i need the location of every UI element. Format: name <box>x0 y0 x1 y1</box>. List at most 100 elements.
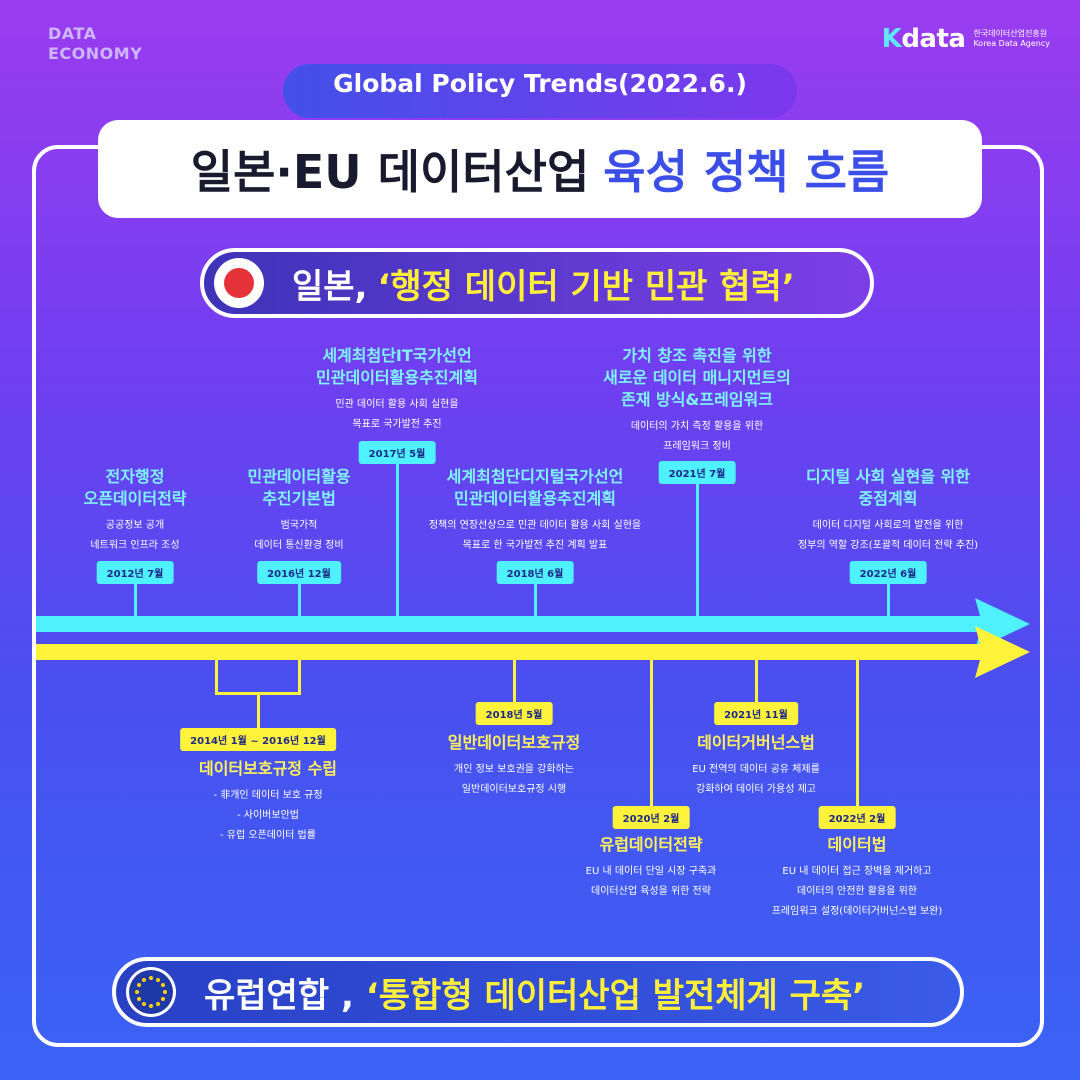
eu-date-badge: 2020년 2월 <box>612 806 690 829</box>
japan-event-desc-line2: 목표로 한 국가발전 추진 계획 발표 <box>462 540 608 551</box>
subtitle-text: Global Policy Trends(2022.6.) <box>333 68 747 98</box>
eu-flag-star <box>136 997 141 1001</box>
japan-event-title-line2: 추진기본법 <box>262 489 336 508</box>
eu-date-badge: 2021년 11월 <box>714 702 798 725</box>
japan-timeline-arrow <box>36 598 1030 650</box>
eu-connector <box>755 660 758 702</box>
eu-flag-icon <box>126 967 176 1017</box>
japan-event-2016: 민관데이터활용 추진기본법 범국가적 데이터 통신환경 정비 <box>247 466 350 556</box>
eu-event-title: 데이터보호규정 수립 <box>198 759 338 778</box>
eu-event-desc-line2: 데이터산업 육성을 위한 전략 <box>591 886 711 897</box>
eu-event-2018: 일반데이터보호규정 개인 정보 보호권을 강화하는 일반데이터보호규정 시행 <box>448 732 580 800</box>
eu-section-label: 유럽연합 , ‘통합형 데이터산업 발전체계 구축’ <box>112 957 964 1027</box>
eu-event-desc-line1: EU 전역의 데이터 공유 체제를 <box>692 764 820 775</box>
subtitle-pill: Global Policy Trends(2022.6.) <box>283 64 797 118</box>
eu-flag-star <box>142 1002 146 1007</box>
eu-timeline-arrow <box>36 626 1030 678</box>
page-title-accent: 육성 정책 흐름 <box>603 145 890 199</box>
japan-event-2017: 세계최첨단IT국가선언 민관데이터활용추진계획 민관 데이터 활용 사회 실현을… <box>316 345 478 435</box>
logo-mark: Kdata <box>882 24 966 54</box>
eu-connector <box>650 660 653 806</box>
eu-event-title: 유럽데이터전략 <box>599 835 703 854</box>
japan-event-desc-line1: 데이터의 가치 측정 활용을 위한 <box>630 421 764 432</box>
eu-event-title: 데이터법 <box>827 835 887 854</box>
logo-sub-english: Korea Data Agency <box>973 39 1050 48</box>
japan-connector <box>534 580 537 616</box>
eu-date-badge: 2022년 2월 <box>818 806 896 829</box>
japan-event-desc-line1: 공공정보 공개 <box>105 520 165 531</box>
japan-date-badge: 2017년 5월 <box>358 441 436 464</box>
japan-event-desc-line1: 정책의 연장선상으로 민관 데이터 활용 사회 실현을 <box>428 520 642 531</box>
eu-event-desc-line3: - 유럽 오픈데이터 법률 <box>220 830 316 841</box>
eu-event-title: 일반데이터보호규정 <box>447 733 581 752</box>
japan-event-2021: 가치 창조 촉진을 위한 새로운 데이터 매니지먼트의 존재 방식&프레임워크 … <box>603 345 791 457</box>
eu-event-desc-line2: - 사이버보안법 <box>237 810 299 821</box>
eu-event-desc-line2: 데이터의 안전한 활용을 위한 <box>797 886 917 897</box>
japan-event-title-line1: 민관데이터활용 <box>247 467 351 486</box>
japan-event-2022: 디지털 사회 실현을 위한 중점계획 데이터 디지털 사회로의 발전을 위한 정… <box>798 466 978 556</box>
japan-connector <box>887 580 890 616</box>
japan-event-2018: 세계최첨단디지털국가선언 민관데이터활용추진계획 정책의 연장선상으로 민관 데… <box>429 466 641 556</box>
eu-event-2020: 유럽데이터전략 EU 내 데이터 단일 시장 구축과 데이터산업 육성을 위한 … <box>586 834 717 902</box>
japan-event-title-line1: 가치 창조 촉진을 위한 <box>622 346 772 365</box>
eu-flag-star <box>149 1004 153 1008</box>
eu-event-desc-line1: EU 내 데이터 단일 시장 구축과 <box>585 866 717 877</box>
japan-date-badge: 2012년 7월 <box>96 561 174 584</box>
corner-line-1: DATA <box>48 24 97 43</box>
eu-flag-star <box>149 976 153 980</box>
japan-event-title-line2: 민관데이터활용추진계획 <box>316 368 478 387</box>
japan-event-desc-line1: 데이터 디지털 사회로의 발전을 위한 <box>812 520 964 531</box>
japan-event-desc-line2: 프레임워크 정비 <box>663 441 731 452</box>
eu-event-2014: 데이터보호규정 수립 - 非개인 데이터 보호 규정 - 사이버보안법 - 유럽… <box>199 758 337 846</box>
eu-event-desc-line1: EU 내 데이터 접근 장벽을 제거하고 <box>782 866 932 877</box>
japan-section-label: 일본, ‘행정 데이터 기반 민관 협력’ <box>200 248 874 318</box>
japan-event-title-line1: 세계최첨단IT국가선언 <box>322 346 472 365</box>
japan-label-highlight: ‘행정 데이터 기반 민관 협력’ <box>377 266 795 307</box>
eu-flag-field <box>129 970 173 1014</box>
eu-connector <box>856 660 859 806</box>
japan-connector <box>696 480 699 616</box>
japan-event-2012: 전자행정 오픈데이터전략 공공정보 공개 네트워크 인프라 조성 <box>83 466 186 556</box>
eu-flag-star <box>163 990 167 994</box>
japan-event-title-line3: 존재 방식&프레임워크 <box>620 390 773 409</box>
logo-subtext: 한국데이터산업진흥원 Korea Data Agency <box>973 29 1050 49</box>
eu-connector <box>513 660 516 702</box>
japan-event-title-line1: 전자행정 <box>105 467 165 486</box>
eu-connector <box>298 660 301 694</box>
japan-event-desc-line2: 목표로 국가발전 추진 <box>352 419 442 430</box>
japan-event-desc-line2: 네트워크 인프라 조성 <box>90 540 180 551</box>
eu-flag-star <box>136 983 141 987</box>
eu-event-desc-line1: - 非개인 데이터 보호 규정 <box>213 790 323 801</box>
eu-flag-star <box>142 977 146 982</box>
logo-k: K <box>881 24 902 54</box>
japan-flag-icon <box>214 258 264 308</box>
eu-flag-star <box>135 990 139 994</box>
eu-event-desc-line2: 일반데이터보호규정 시행 <box>461 784 567 795</box>
japan-event-desc-line2: 정부의 역할 강조(포괄적 데이터 전략 추진) <box>797 540 979 551</box>
eu-event-desc-line1: 개인 정보 보호권을 강화하는 <box>454 764 574 775</box>
page-title: 일본·EU 데이터산업 <box>190 145 590 199</box>
japan-date-badge: 2022년 6월 <box>849 561 927 584</box>
eu-event-desc-line2: 강화하여 데이터 가용성 제고 <box>696 784 816 795</box>
logo-sub-korean: 한국데이터산업진흥원 <box>973 29 1048 38</box>
japan-connector <box>298 580 301 616</box>
japan-label-prefix: 일본, <box>292 266 368 307</box>
eu-date-badge: 2014년 1월 ~ 2016년 12월 <box>180 728 336 751</box>
eu-connector <box>215 660 218 694</box>
eu-event-title: 데이터거버넌스법 <box>697 733 815 752</box>
japan-event-title-line2: 새로운 데이터 매니지먼트의 <box>603 368 791 387</box>
eu-event-2021: 데이터거버넌스법 EU 전역의 데이터 공유 체제를 강화하여 데이터 가용성 … <box>692 732 820 800</box>
japan-connector <box>134 580 137 616</box>
japan-connector <box>396 460 399 616</box>
japan-event-title-line2: 오픈데이터전략 <box>83 489 187 508</box>
japan-date-badge: 2021년 7월 <box>658 461 736 484</box>
japan-event-desc-line2: 데이터 통신환경 정비 <box>254 540 344 551</box>
japan-event-desc-line1: 범국가적 <box>280 520 318 531</box>
eu-flag-star <box>156 977 160 982</box>
japan-event-desc-line1: 민관 데이터 활용 사회 실현을 <box>335 399 459 410</box>
eu-event-2022: 데이터법 EU 내 데이터 접근 장벽을 제거하고 데이터의 안전한 활용을 위… <box>772 834 943 922</box>
kdata-logo: Kdata 한국데이터산업진흥원 Korea Data Agency <box>882 24 1050 54</box>
japan-event-title-line1: 디지털 사회 실현을 위한 <box>806 467 970 486</box>
japan-event-title-line2: 중점계획 <box>858 489 918 508</box>
